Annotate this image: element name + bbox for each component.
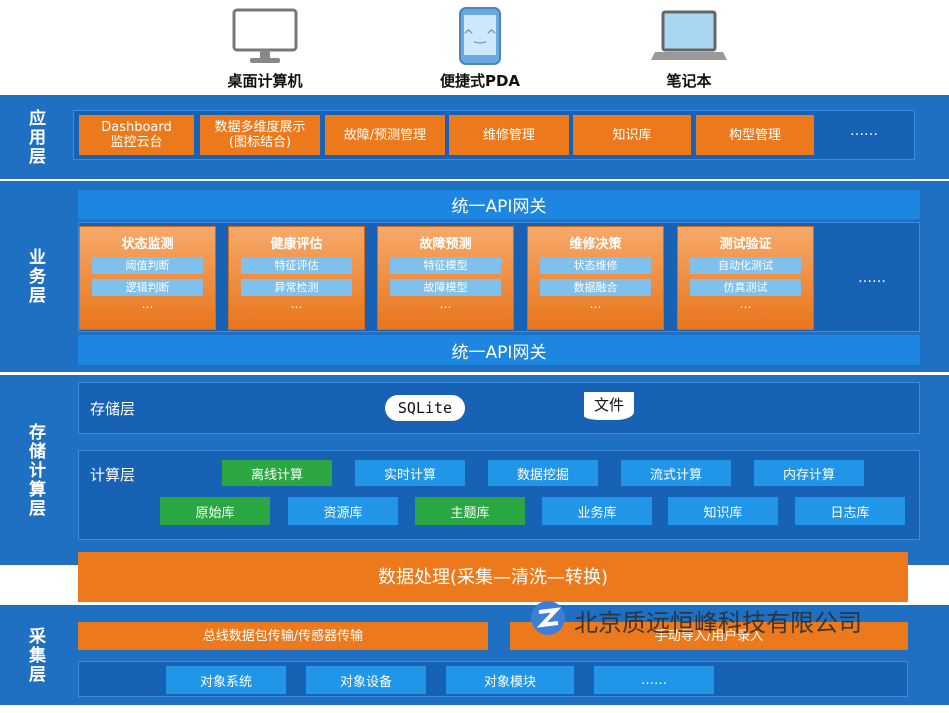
business-more: …… [858,270,886,286]
module-item: 异常检测 [241,279,352,296]
module-item: 仿真测试 [690,279,801,296]
module-item: 自动化测试 [690,257,801,274]
app-module-fault: 故障/预测管理 [325,115,445,155]
object-system: 对象系统 [166,666,286,694]
watermark-text: 北京质远恒峰科技有限公司 [574,609,862,637]
module-item: 数据融合 [540,279,651,296]
module-more: … [589,297,602,311]
business-module: 故障预测 特征模型 故障模型 … [377,226,514,330]
device-desktop: 桌面计算机 [205,6,325,94]
module-item: 状态维修 [540,257,651,274]
db-raw: 原始库 [160,497,270,525]
module-item: 特征模型 [390,257,501,274]
module-title: 故障预测 [419,237,472,252]
compute-mining: 数据挖掘 [488,460,598,486]
db-topic: 主题库 [415,497,525,525]
application-layer-label: 应用层 [25,108,45,166]
compute-memory: 内存计算 [754,460,864,486]
business-module: 状态监测 阈值判断 逻辑判断 … [79,226,216,330]
module-item: 阈值判断 [92,257,203,274]
business-layer-label: 业务层 [25,248,45,305]
compute-stream: 流式计算 [621,460,731,486]
business-module: 维修决策 状态维修 数据融合 … [527,226,664,330]
module-item: 故障模型 [390,279,501,296]
business-module: 测试验证 自动化测试 仿真测试 … [677,226,814,330]
data-processing-bar: 数据处理(采集—清洗—转换) [78,552,908,602]
device-laptop: 笔记本 [629,6,749,94]
api-gateway-bottom: 统一API网关 [78,335,920,365]
device-label: 便捷式PDA [439,72,521,90]
module-more: … [141,297,154,311]
watermark: 北京质远恒峰科技有限公司 [528,598,949,638]
compute-label: 计算层 [90,466,136,484]
module-more: … [739,297,752,311]
compute-realtime: 实时计算 [355,460,465,486]
collection-manual-bar: 手动导入/用户录入 [510,622,908,650]
svg-text:^‿^: ^‿^ [463,28,498,44]
module-more: … [439,297,452,311]
db-resource: 资源库 [288,497,398,525]
device-label: 桌面计算机 [227,72,303,90]
object-more: …… [594,666,714,694]
collection-bus-bar: 总线数据包传输/传感器传输 [78,622,488,650]
business-module: 健康评估 特征评估 异常检测 … [228,226,365,330]
app-more: …… [850,123,878,139]
collection-layer-label: 采集层 [25,626,45,684]
app-module-knowledge: 知识库 [573,115,691,155]
storage-panel [78,382,920,434]
file-badge: 文件 [584,392,634,420]
device-pda: ^‿^ 便捷式PDA [420,6,540,94]
compute-offline: 离线计算 [222,460,332,486]
db-knowledge: 知识库 [668,497,778,525]
module-title: 测试验证 [719,237,772,252]
sqlite-badge: SQLite [385,395,465,421]
db-log: 日志库 [795,497,905,525]
company-logo-icon [531,601,565,635]
tablet-icon: ^‿^ [459,7,501,65]
app-module-multidim: 数据多维度展示 (图标结合) [200,115,320,155]
app-module-maintenance: 维修管理 [449,115,569,155]
module-item: 特征评估 [241,257,352,274]
storage-label: 存储层 [90,400,136,418]
db-business: 业务库 [542,497,652,525]
laptop-icon [651,10,727,60]
api-gateway-top: 统一API网关 [78,190,920,219]
desktop-icon [232,8,298,63]
storage-compute-layer-label: 存储计算层 [25,422,45,518]
module-title: 状态监测 [121,237,174,252]
module-title: 维修决策 [569,237,622,252]
device-label: 笔记本 [666,72,712,90]
app-module-config: 构型管理 [696,115,814,155]
module-item: 逻辑判断 [92,279,203,296]
object-module: 对象模块 [446,666,574,694]
module-title: 健康评估 [270,237,323,252]
module-more: … [290,297,303,311]
object-device: 对象设备 [306,666,426,694]
app-module-dashboard: Dashboard 监控云台 [79,115,194,155]
